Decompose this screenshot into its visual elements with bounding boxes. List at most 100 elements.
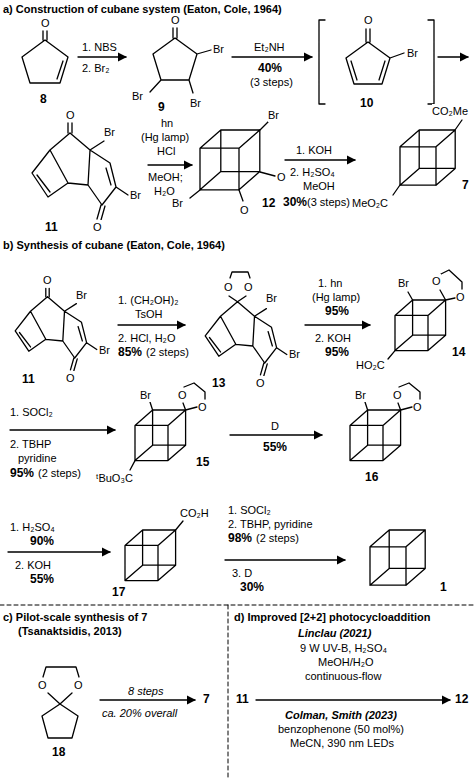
label: 2. HCl, H₂O [118,331,175,345]
label: O [93,220,102,234]
label: 1. SOCl₂ [228,503,271,517]
compound-number: 90% [30,534,54,548]
label: Br [172,196,183,210]
compound-number: 95% [325,345,349,359]
label: (2 steps) [38,466,81,480]
compound-number: 85% [118,345,142,359]
compound-number: 15 [196,455,209,469]
label: (2 steps) [146,345,189,359]
label: 2. TBHP [10,437,51,451]
section-heading: d) Improved [2+2] photocycloaddition [234,610,431,624]
label: Br [104,125,115,139]
compound-number: 30% [240,580,264,594]
label: Br [268,108,279,122]
label: Br [140,388,151,402]
label: O [277,170,286,184]
compound-number: 7 [462,178,469,192]
label: 1. (CH₂OH)₂ [118,293,178,307]
label: Et₂NH [254,40,285,54]
label: O [171,13,180,27]
label: O [256,376,265,390]
compound-number: 11 [236,692,249,706]
label: 1. KOH [296,143,332,157]
label: O [178,388,187,402]
label: ᵗBuO₃C [96,471,133,485]
label: benzophenone (50 mol%) [278,722,404,736]
label: D [271,419,279,433]
section-heading: b) Synthesis of cubane (Eaton, Cole, 196… [3,238,225,252]
label: O [413,400,422,414]
label: TsOH [135,307,163,321]
label: MeO₂C [352,196,388,210]
label: O [393,388,402,402]
compound-number: 14 [452,345,465,359]
label: O [38,678,47,692]
label: 1. hn [318,276,342,290]
label: hn [161,116,173,130]
compound-number: 9 [158,100,165,114]
label: Colman, Smith (2023) [285,708,397,722]
label: O [224,280,233,294]
label: 1. H₂SO₄ [10,520,55,534]
label: Br [289,347,300,361]
label: Br [266,291,277,305]
compound-number: 17 [112,585,125,599]
label: 9 W UV-B, H₂SO₄ [300,641,387,655]
label: ca. 20% overall [102,706,177,720]
compound-number: 55% [263,440,287,454]
label: Linclau (2021) [298,626,371,640]
label: O [432,274,441,288]
label: 2. TBHP, pyridine [228,517,313,531]
label: MeOH/H₂O [318,655,374,669]
compound-number: 7 [203,692,210,706]
compound-number: 12 [262,196,275,210]
compound-number: 30% [283,195,307,209]
compound-number: 55% [30,572,54,586]
label: Br [99,343,110,357]
label: O [41,16,50,30]
label: O [43,273,52,287]
label: (Hg lamp) [312,290,360,304]
label: (3 steps) [307,195,350,209]
label: CO₂H [180,506,209,520]
compound-number: 8 [40,92,47,106]
label: Br [132,89,143,103]
compound-number: 11 [22,372,35,386]
label: O [364,13,373,27]
label: MeOH; [148,170,183,184]
label: O [74,678,83,692]
compound-number: 12 [455,692,468,706]
label: 2. KOH [315,331,351,345]
label: HO₂C [356,358,385,372]
compound-number: 13 [212,376,225,390]
label: 2. Br₂ [82,61,110,75]
label: 8 steps [128,684,163,698]
compound-number: 98% [228,531,252,545]
compound-number: 18 [52,745,65,759]
label: continuous-flow [305,669,381,683]
compound-number: 10 [360,96,373,110]
compound-number: 1 [440,580,447,594]
label: O [66,371,75,385]
label: O [198,400,207,414]
label: Br [213,42,224,56]
label: Br [355,388,366,402]
label: Br [407,46,418,60]
label: 1. NBS [82,40,117,54]
label: Br [130,188,141,202]
label: Br [190,96,201,110]
label: pyridine [18,451,57,465]
label: (2 steps) [256,531,299,545]
label: CO₂Me [432,104,468,118]
section-heading: a) Construction of cubane system (Eaton,… [3,2,282,16]
compound-number: 40% [258,61,282,75]
label: O [240,203,249,217]
label: 2. H₂SO₄ [290,165,335,179]
label: 3. D [232,566,252,580]
label: HCl [157,144,175,158]
compound-number: 95% [10,466,34,480]
compound-number: 16 [365,470,378,484]
label: (3 steps) [250,75,293,89]
compound-number: 95% [325,304,349,318]
